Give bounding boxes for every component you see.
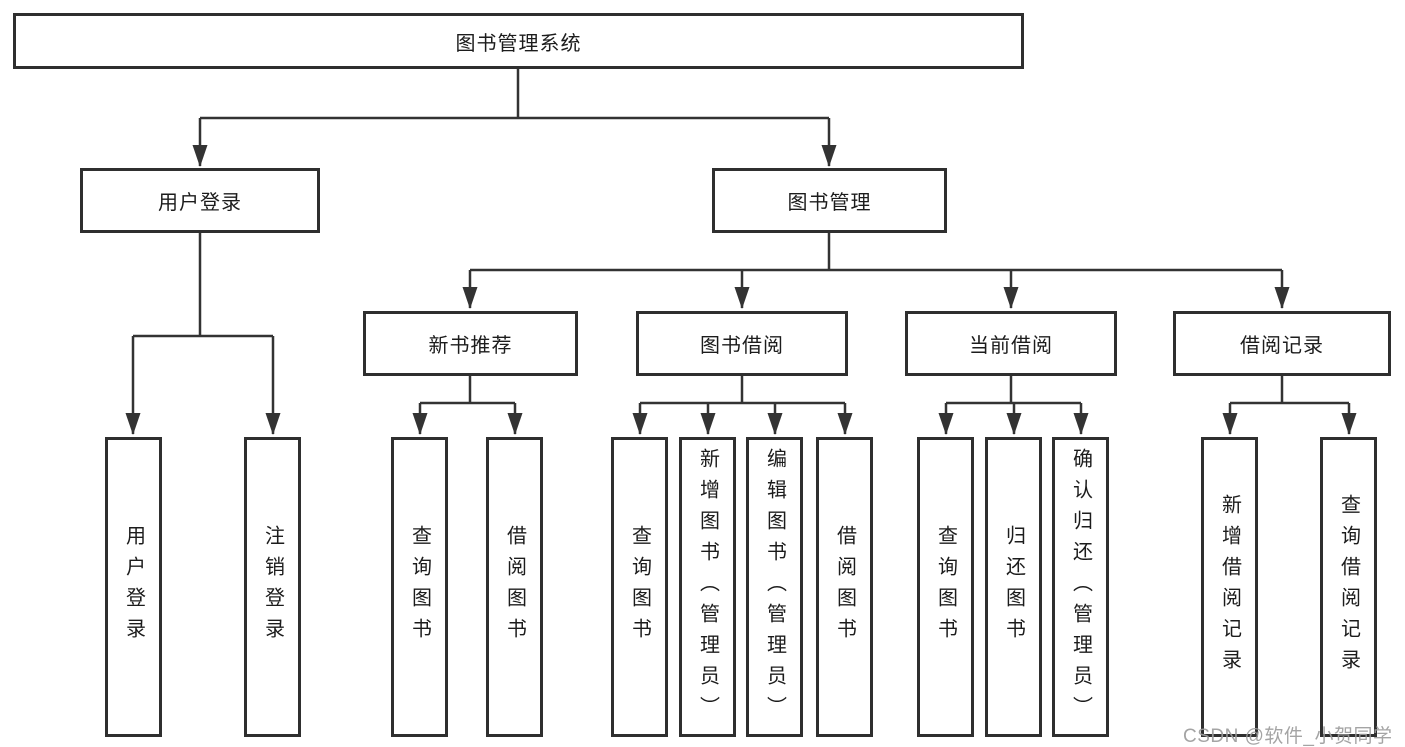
node-book-borrow: 图书借阅	[636, 311, 848, 376]
leaf-logout: 注销登录	[244, 437, 301, 737]
node-borrow-records: 借阅记录	[1173, 311, 1391, 376]
node-new-book-recommend: 新书推荐	[363, 311, 578, 376]
node-current-borrow: 当前借阅	[905, 311, 1117, 376]
leaf-recommend-borrow-books: 借阅图书	[486, 437, 543, 737]
node-book-management: 图书管理	[712, 168, 947, 233]
node-library-system: 图书管理系统	[13, 13, 1024, 69]
leaf-edit-books-admin: 编辑图书（管理员）	[746, 437, 803, 737]
leaf-borrow-books: 借阅图书	[816, 437, 873, 737]
leaf-add-borrow-record: 新增借阅记录	[1201, 437, 1258, 737]
csdn-watermark: CSDN @软件_小贺同学	[1183, 726, 1393, 747]
leaf-return-books: 归还图书	[985, 437, 1042, 737]
leaf-borrow-query-books: 查询图书	[611, 437, 668, 737]
leaf-confirm-return-admin: 确认归还（管理员）	[1052, 437, 1109, 737]
leaf-add-books-admin: 新增图书（管理员）	[679, 437, 736, 737]
leaf-recommend-query-books: 查询图书	[391, 437, 448, 737]
leaf-query-borrow-record: 查询借阅记录	[1320, 437, 1377, 737]
leaf-user-login: 用户登录	[105, 437, 162, 737]
leaf-current-query-books: 查询图书	[917, 437, 974, 737]
node-user-login: 用户登录	[80, 168, 320, 233]
